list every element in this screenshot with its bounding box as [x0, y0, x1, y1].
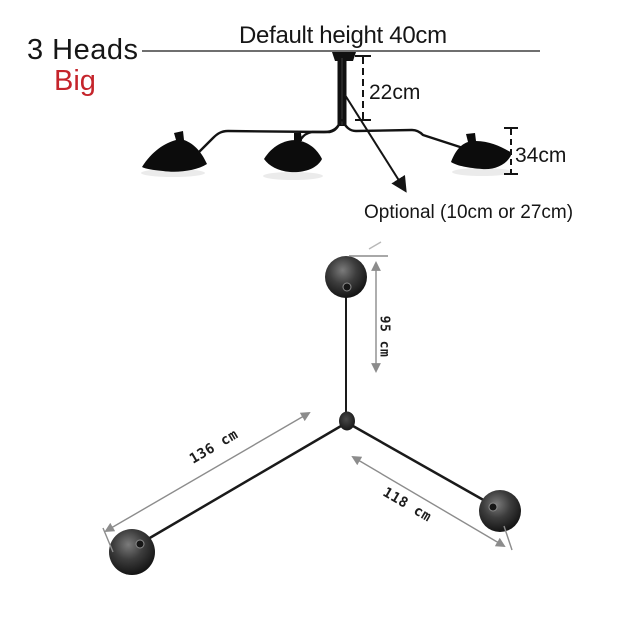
product-heads-label: 3 Heads: [27, 34, 139, 66]
top-shade-left: [109, 529, 155, 575]
dim-95-tick-diagonal: [368, 241, 382, 250]
top-shade-right-socket: [488, 502, 498, 512]
shade-dimension-lines: [504, 127, 518, 175]
dim-118-tick: [503, 525, 513, 551]
side-arm-left: [194, 118, 343, 157]
side-view-group: [141, 50, 540, 193]
top-shade-top-socket: [342, 282, 352, 292]
top-shade-top: [325, 256, 367, 298]
top-shade-left-socket: [135, 539, 145, 549]
drop-length-label: 95 cm: [376, 315, 392, 358]
lamp-shade-right: [451, 133, 512, 170]
lamp-shade-middle: [264, 140, 322, 173]
side-arm-right: [341, 118, 462, 149]
rod-length-label: 22cm: [369, 81, 421, 104]
shade-height-label: 34cm: [515, 144, 567, 167]
shade-shadow-right: [452, 168, 512, 176]
product-size-label: Big: [54, 65, 96, 97]
shade-shadow-middle: [263, 172, 323, 180]
center-hub: [339, 411, 355, 431]
lamp-shade-left: [142, 131, 207, 172]
lamp-shade-middle-stem: [294, 133, 302, 141]
default-height-label: Default height 40cm: [239, 22, 447, 49]
dim-136-tick: [102, 527, 114, 553]
top-view-group: [102, 241, 521, 575]
top-shade-right: [479, 490, 521, 532]
dim-136-line: [104, 412, 311, 532]
optional-note-label: Optional (10cm or 27cm): [364, 202, 574, 223]
dim-118-line: [351, 456, 506, 547]
optional-pointer-arrow: [344, 94, 407, 193]
shade-shadow-left: [141, 169, 205, 177]
top-arm-left: [147, 424, 342, 541]
rod-dimension-lines: [355, 55, 371, 121]
side-arm-middle: [296, 118, 342, 145]
